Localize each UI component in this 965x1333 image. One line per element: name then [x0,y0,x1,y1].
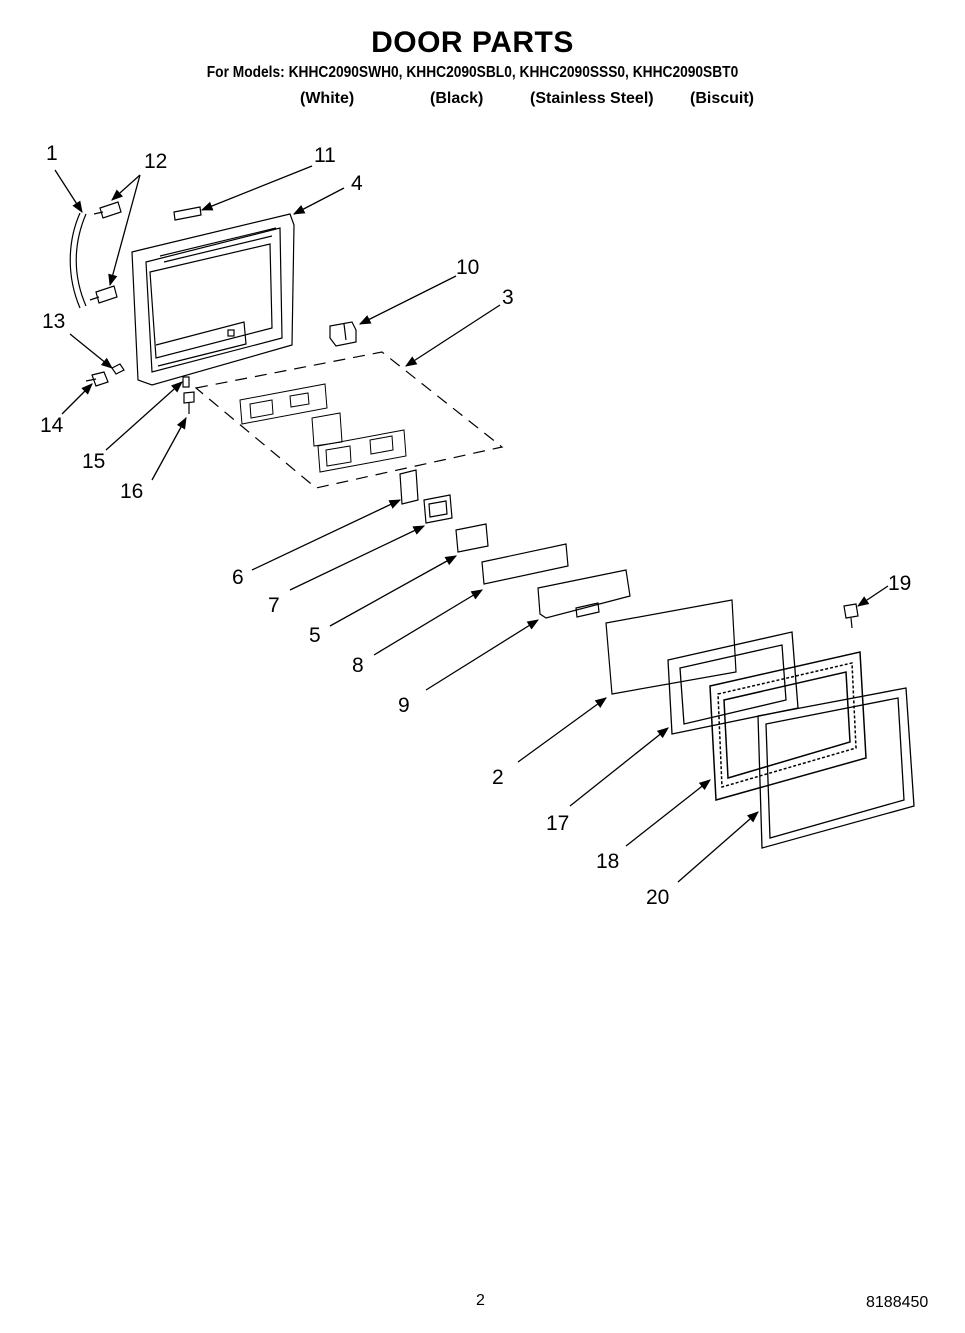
finish-black: (Black) [430,90,484,107]
callout-16: 16 [120,480,143,503]
callout-15: 15 [82,450,105,473]
callout-9: 9 [398,694,410,717]
callout-17: 17 [546,812,569,835]
part-10-bracket [329,321,357,347]
page-title: DOOR PARTS [371,26,574,59]
part-18-door-liner [709,651,867,801]
finish-biscuit: (Biscuit) [690,90,754,107]
callout-5: 5 [309,624,321,647]
callout-20: 20 [646,886,669,909]
callout-labels: 1 2 3 4 5 6 7 8 9 10 11 12 13 14 15 16 1… [40,142,911,909]
callout-6: 6 [232,566,244,589]
callout-10: 10 [456,256,479,279]
page-number: 2 [476,1292,485,1309]
callout-7: 7 [268,594,280,617]
leader-lines [54,165,889,883]
small-fasteners [85,363,195,414]
document-number: 8188450 [866,1294,929,1311]
callout-13: 13 [42,310,65,333]
finish-white: (White) [300,90,355,107]
callout-18: 18 [596,850,619,873]
part-2-glass-panel [605,599,737,695]
door-outer-panel [131,213,295,386]
callout-3: 3 [502,286,514,309]
part-19-screw [843,603,859,629]
callout-2: 2 [492,766,504,789]
part-11-label [173,206,202,221]
finish-stainless: (Stainless Steel) [530,90,654,107]
callout-19: 19 [888,572,911,595]
callout-1: 1 [46,142,58,165]
part-17-inner-frame [667,631,799,735]
callout-4: 4 [351,172,363,195]
callout-12: 12 [144,150,167,173]
callout-14: 14 [40,414,64,437]
control-overlay-group [194,351,504,489]
part-20-outer-glass-frame [757,687,915,849]
control-board-stack [399,469,631,619]
callout-11: 11 [314,144,336,167]
models-line: For Models: KHHC2090SWH0, KHHC2090SBL0, … [206,64,739,81]
hinge-gasket-and-screws [69,201,122,309]
callout-8: 8 [352,654,364,677]
